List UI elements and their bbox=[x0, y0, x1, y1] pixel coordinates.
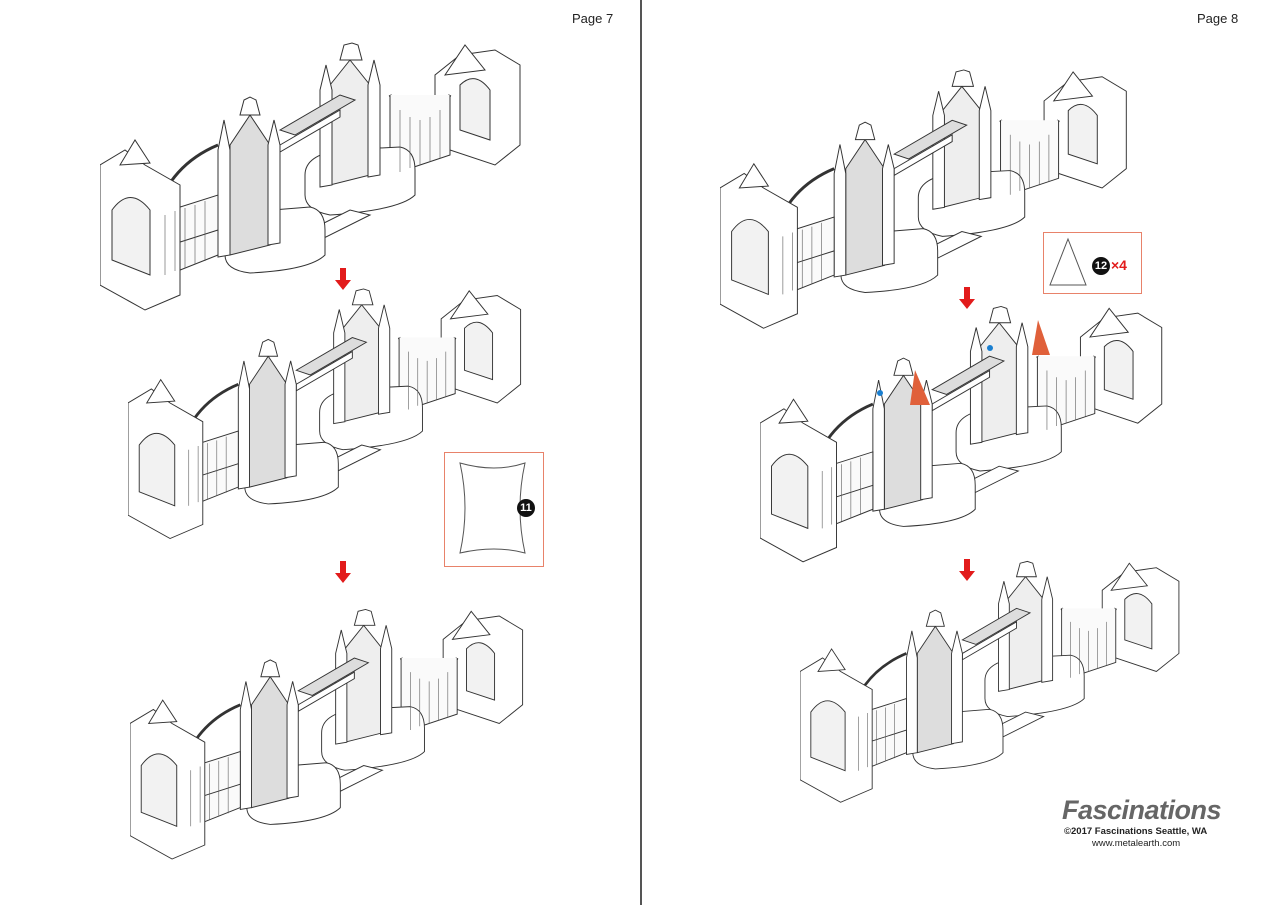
page-number: Page 7 bbox=[572, 11, 614, 26]
part-callout: 11 bbox=[444, 452, 544, 567]
bridge-illustration-step-c bbox=[130, 590, 560, 885]
brand-logo: Fascinations bbox=[1062, 795, 1222, 825]
copyright-text: ©2017 Fascinations Seattle, WA bbox=[1064, 826, 1208, 837]
bridge-illustration-step-f bbox=[800, 540, 1215, 830]
down-arrow-icon bbox=[959, 559, 975, 581]
glue-dot bbox=[877, 390, 883, 396]
part-number-badge: 11 bbox=[517, 499, 535, 517]
website-link: www.metalearth.com bbox=[1092, 838, 1181, 849]
page-number: Page 8 bbox=[1197, 11, 1239, 26]
highlighted-spire bbox=[1032, 320, 1050, 355]
down-arrow-icon bbox=[335, 561, 351, 583]
part-number-badge: 12 bbox=[1092, 257, 1110, 275]
part-callout: 12 ×4 bbox=[1043, 232, 1142, 294]
page-7: Page 7 11 bbox=[0, 11, 614, 905]
down-arrow-icon bbox=[335, 268, 351, 290]
part-12-shape bbox=[1049, 237, 1087, 286]
bridge-illustration-step-e bbox=[760, 290, 1200, 585]
glue-dot bbox=[987, 345, 993, 351]
part-11-shape bbox=[459, 462, 526, 554]
page-divider bbox=[640, 0, 642, 905]
highlighted-spire bbox=[910, 370, 930, 405]
page-8: Page 8 bbox=[642, 0, 1280, 905]
quantity-label: ×4 bbox=[1111, 257, 1127, 273]
down-arrow-icon bbox=[959, 287, 975, 309]
